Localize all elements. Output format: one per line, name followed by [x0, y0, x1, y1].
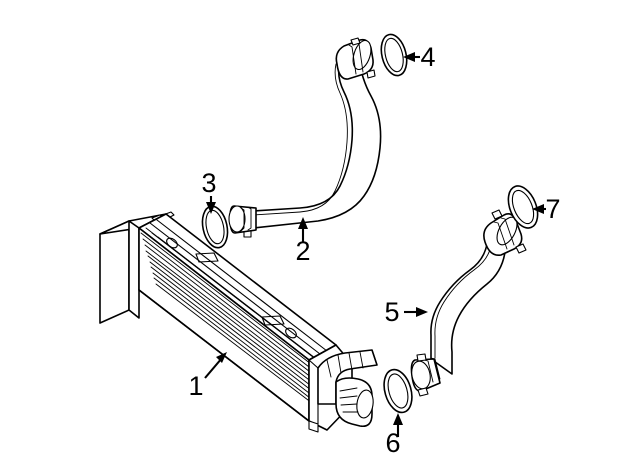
callout-3-leader [206, 196, 216, 214]
part-o-ring-6[interactable] [379, 366, 416, 415]
upper-hose-upper-opening [352, 39, 372, 71]
lower-hose-upper-collar-rib-b [500, 217, 515, 246]
o-ring-6-inner [387, 373, 409, 409]
upper-hose-lower-collar-rib-a [240, 207, 245, 232]
lower-hose-upper-collar-tab [491, 209, 503, 220]
upper-hose-upper-collar-rib-a [348, 44, 357, 75]
callout-5-leader [404, 307, 428, 317]
callout-number-6: 6 [385, 428, 400, 458]
lower-hose-upper-collar-tab-b [515, 243, 527, 254]
intercooler-left-tank-front [128, 220, 140, 319]
callout-6-leader [393, 413, 403, 437]
o-ring-7-inner [511, 189, 535, 225]
callout-2-leader [298, 217, 308, 243]
intercooler-outlet-elbow-ribs-upper [326, 351, 364, 378]
lower-hose-upper-collar-rib-a [493, 221, 508, 250]
o-ring-7-outer [507, 185, 539, 229]
intercooler-upper-rail-line-2 [156, 219, 328, 352]
o-ring-4-inner [384, 37, 404, 73]
callout-7-leader [532, 204, 546, 214]
intercooler-upper-rail-line [149, 222, 321, 355]
callout-number-7: 7 [545, 194, 560, 224]
intercooler-fin-lines [140, 227, 335, 414]
upper-hose-upper-collar-tab [350, 37, 361, 46]
o-ring-6-outer [383, 368, 413, 414]
callout-number-3: 3 [201, 168, 216, 198]
upper-hose-lower-collar-tab [243, 230, 252, 238]
lower-hose-lower-collar-rib-b [430, 357, 441, 380]
intercooler-bottom-foot [308, 420, 319, 433]
intercooler-outlet-elbow-tip [371, 349, 378, 366]
intercooler-outlet-opening [356, 389, 374, 419]
part-o-ring-4[interactable] [377, 32, 410, 79]
callout-1-leader [204, 352, 227, 379]
callout-number-4: 4 [420, 42, 435, 72]
part-upper-charge-air-hose[interactable] [228, 37, 382, 238]
callout-number-5: 5 [384, 297, 399, 327]
lower-hose-inner-contour [434, 245, 492, 359]
part-o-ring-3[interactable] [199, 204, 231, 250]
intercooler-rivet-hole-left [166, 237, 178, 249]
intercooler-rivet-hole-right [285, 327, 297, 339]
callout-number-1: 1 [188, 371, 203, 401]
lower-hose-lower-collar-tab [416, 353, 427, 362]
intercooler-bracket-mark-right [261, 315, 285, 326]
intercooler-bracket-mark-left [195, 252, 219, 263]
upper-hose-lower-opening [228, 205, 246, 233]
o-ring-4-outer [380, 33, 408, 77]
intercooler-outlet-barrel-ribs [339, 387, 359, 413]
upper-hose-body [252, 55, 382, 229]
upper-hose-lower-collar-rib-b [247, 206, 252, 231]
upper-hose-upper-collar-tab-b [366, 69, 376, 79]
intercooler-left-tank-side [99, 220, 130, 324]
lower-hose-body [430, 243, 506, 375]
callout-number-2: 2 [295, 236, 310, 266]
part-o-ring-7[interactable] [503, 182, 544, 233]
part-lower-charge-air-hose[interactable] [409, 209, 527, 397]
callout-4-leader [403, 52, 420, 62]
upper-hose-inner-contour [252, 63, 348, 216]
lower-hose-lower-collar-tab-b [417, 387, 429, 397]
part-intercooler-core[interactable] [99, 211, 378, 433]
